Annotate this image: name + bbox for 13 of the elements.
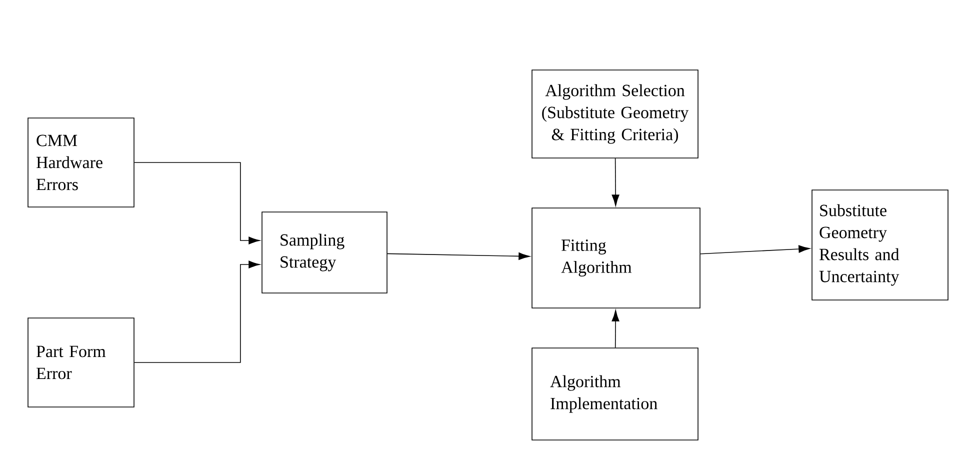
arrow [612,158,620,206]
process-box: CMM Hardware Errors [28,118,134,208]
arrow [387,252,530,260]
process-box: Algorithm Implementation [532,348,698,440]
process-box: Fitting Algorithm [532,208,700,308]
process-box: Algorithm Selection (Substitute Geometry & Fitting Criteria) [532,70,698,158]
arrow [134,260,260,363]
arrow [700,245,810,254]
process-box: Part Form Error [28,318,134,408]
arrow [134,162,260,244]
arrow [612,310,620,348]
process-box: Sampling Strategy [262,212,388,294]
process-box: Substitute Geometry Results and Uncertainty [812,190,948,300]
